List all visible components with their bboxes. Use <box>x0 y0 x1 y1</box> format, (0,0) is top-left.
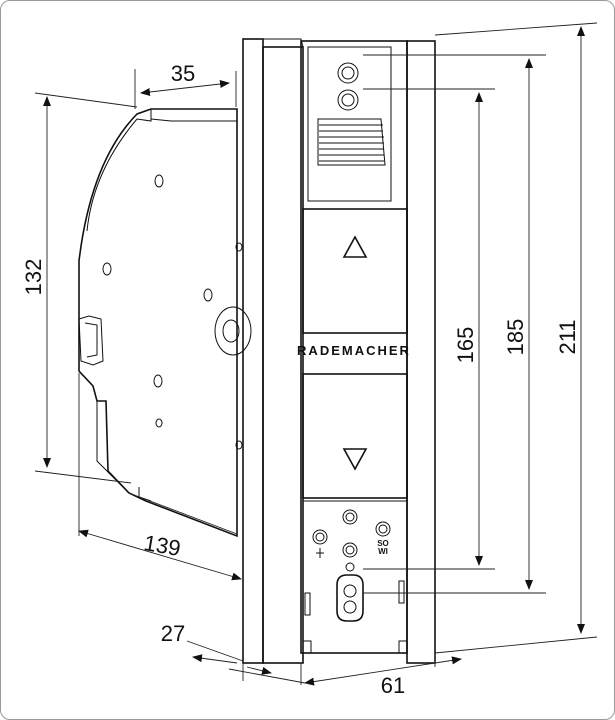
side-clip <box>78 315 104 366</box>
dim-185: 185 <box>503 319 528 356</box>
triangle-down-icon <box>342 448 368 471</box>
faceplate: RADEMACHER SO WI <box>297 40 411 654</box>
screw-hole <box>102 262 112 276</box>
screw-hole <box>154 174 164 188</box>
dim-27: 27 <box>161 621 185 646</box>
led-indicator-top <box>337 62 359 84</box>
belt-wheel <box>317 118 386 166</box>
triangle-up-icon <box>342 235 368 258</box>
motor-housing <box>78 108 252 538</box>
rotary-dial[interactable] <box>336 574 364 622</box>
dim-132: 132 <box>21 259 46 296</box>
dim-139: 139 <box>142 530 183 561</box>
program-button[interactable] <box>342 509 358 525</box>
screw-hole <box>155 418 163 428</box>
up-button[interactable] <box>302 208 408 334</box>
axle-boss <box>214 306 252 356</box>
brand-label: RADEMACHER <box>297 343 411 358</box>
check-dial-icon <box>345 562 355 572</box>
dim-211: 211 <box>555 319 580 354</box>
dim-61: 61 <box>381 673 405 698</box>
sun-button[interactable] <box>312 529 328 545</box>
switch-label-so: SO <box>377 539 389 548</box>
dimension-lines <box>34 22 598 686</box>
screw-hole <box>153 374 163 388</box>
auto-button[interactable] <box>342 542 358 558</box>
led-indicator-bottom <box>337 89 359 111</box>
summer-winter-button[interactable] <box>375 521 391 537</box>
lower-control-panel: SO WI <box>303 500 407 653</box>
down-button[interactable] <box>302 373 408 499</box>
dim-35: 35 <box>171 61 195 86</box>
dim-165: 165 <box>453 327 478 364</box>
screw-hole <box>203 288 213 302</box>
switch-label-wi: WI <box>378 547 388 556</box>
sun-icon <box>316 548 324 558</box>
